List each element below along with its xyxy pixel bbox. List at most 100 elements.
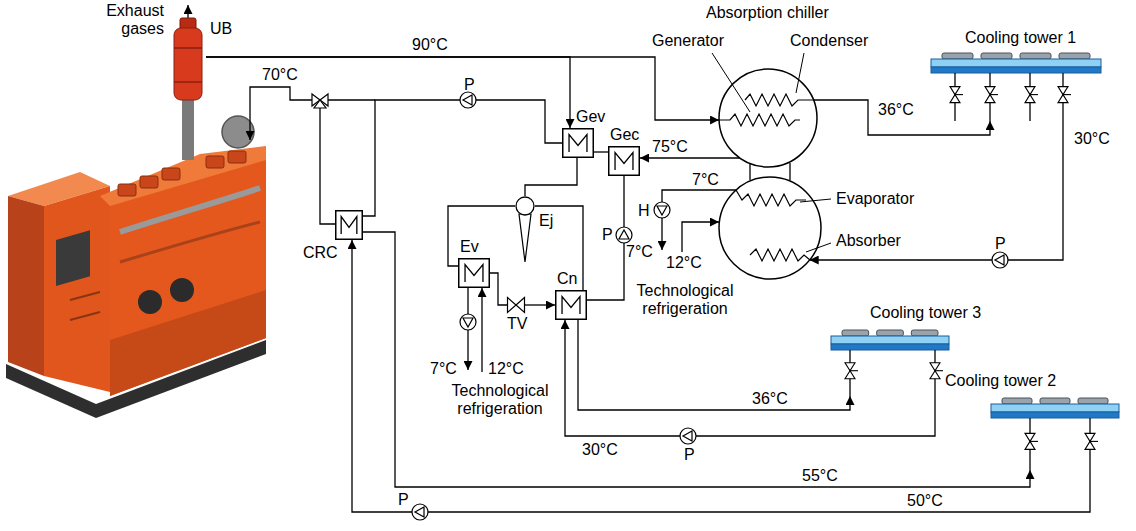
pump-symbol bbox=[415, 507, 424, 517]
diagram-label: Technological refrigeration bbox=[610, 282, 760, 318]
component-label: Generator bbox=[652, 32, 724, 50]
leader-line bbox=[712, 53, 831, 252]
component-label: Cooling tower 2 bbox=[945, 372, 1056, 390]
gas-engine-illustration bbox=[222, 116, 254, 148]
component-label: Ev bbox=[460, 238, 479, 256]
diagram-label: P bbox=[398, 491, 409, 509]
valve-symbol bbox=[1085, 433, 1095, 441]
exchanger-box bbox=[336, 211, 363, 240]
throttle-valve: TV bbox=[507, 297, 525, 313]
pump-symbol bbox=[412, 504, 428, 520]
throttle-valve-outline bbox=[507, 297, 525, 313]
cooling-tower: Cooling tower 1 bbox=[930, 53, 1102, 121]
valve-symbol bbox=[1025, 87, 1035, 95]
diagram-label: 7°C bbox=[692, 171, 719, 189]
valve-symbol bbox=[1085, 441, 1095, 449]
diagram-label: H bbox=[638, 202, 650, 220]
leader-line bbox=[800, 199, 831, 202]
vessel-outline bbox=[719, 177, 821, 279]
tower-fan bbox=[1040, 398, 1070, 404]
pipe-connector bbox=[490, 273, 507, 305]
temperature-label: 30°C bbox=[1072, 130, 1112, 148]
heat-exchange-coil bbox=[750, 249, 810, 261]
component-label: Ej bbox=[539, 212, 553, 230]
tower-fan bbox=[1002, 398, 1032, 404]
tower-fan bbox=[1078, 398, 1108, 404]
three-way-valve bbox=[314, 100, 326, 108]
cooling-tower-outline bbox=[990, 398, 1120, 470]
diagram-label: 7°C bbox=[430, 360, 457, 378]
connector-group bbox=[206, 57, 1090, 512]
pipe-connector bbox=[594, 151, 608, 152]
pipe-connector bbox=[363, 232, 1030, 487]
valve-symbol bbox=[930, 363, 940, 371]
leader-line bbox=[712, 53, 750, 112]
exchanger-symbol bbox=[569, 135, 587, 152]
diagram-label: 7°C bbox=[626, 243, 653, 261]
tower-fan bbox=[1059, 53, 1090, 59]
temperature-label: 55°C bbox=[800, 467, 840, 485]
tower-fan bbox=[1020, 53, 1051, 59]
heat-exchanger-outline bbox=[608, 146, 640, 176]
tower-fan bbox=[842, 330, 869, 336]
heat-exchanger-outline bbox=[458, 258, 490, 288]
heat-exchanger: Cn bbox=[555, 290, 587, 320]
temperature-label: 36°C bbox=[750, 390, 790, 408]
pipe-connector bbox=[352, 240, 1090, 512]
temperature-label: 30°C bbox=[580, 441, 620, 459]
component-label: Condenser bbox=[790, 32, 868, 50]
valve-symbol bbox=[1090, 441, 1098, 442]
exchanger-box bbox=[556, 291, 587, 320]
gas-engine-illustration bbox=[56, 230, 90, 286]
valve-symbol bbox=[985, 87, 995, 95]
pipe-connector bbox=[810, 121, 1063, 260]
heat-exchanger: Ev bbox=[458, 258, 490, 288]
valve-symbol bbox=[1058, 87, 1068, 95]
gas-engine-illustration bbox=[228, 151, 246, 163]
tower-basin bbox=[931, 59, 1101, 67]
valve-symbol bbox=[508, 298, 517, 313]
ejector: Ej bbox=[515, 196, 535, 216]
diagram-label: Absorption chiller bbox=[706, 4, 829, 22]
temperature-label: 75°C bbox=[650, 138, 690, 156]
heat-exchanger-outline bbox=[335, 210, 363, 240]
exchanger-symbol bbox=[615, 153, 633, 170]
exchanger-symbol bbox=[562, 297, 580, 314]
component-label: Gec bbox=[610, 126, 639, 144]
gas-engine-illustration bbox=[120, 222, 260, 262]
gas-engine-illustration bbox=[140, 176, 158, 188]
pump-symbol bbox=[463, 318, 473, 327]
pump-symbol bbox=[616, 227, 632, 243]
evaporator-absorber-vessel: EvaporatorAbsorber bbox=[718, 176, 822, 280]
ejector-cone bbox=[519, 214, 531, 262]
valve-symbol bbox=[1058, 95, 1068, 103]
pipe-line bbox=[662, 190, 736, 250]
temperature-label: 36°C bbox=[876, 101, 916, 119]
exchanger-box bbox=[563, 129, 594, 158]
valve-symbol bbox=[1025, 433, 1035, 441]
diagram-label: Technological refrigeration bbox=[420, 382, 580, 418]
exchanger-symbol bbox=[465, 265, 483, 282]
valve-symbol bbox=[1030, 441, 1038, 442]
component-label: Cooling tower 3 bbox=[870, 304, 981, 322]
tower-basin bbox=[831, 344, 949, 350]
tower-basin bbox=[991, 412, 1119, 418]
generator-condenser-vessel-outline bbox=[718, 68, 818, 168]
pump-symbol bbox=[995, 255, 1004, 265]
valve-symbol bbox=[1025, 441, 1035, 449]
leader-line bbox=[796, 53, 804, 93]
heat-exchanger-outline bbox=[562, 128, 594, 158]
tower-fan bbox=[981, 53, 1012, 59]
pipe-line bbox=[187, 5, 188, 18]
pipe-connector bbox=[535, 206, 583, 290]
exhaust-boiler: UB bbox=[170, 18, 206, 100]
tower-fan bbox=[911, 330, 938, 336]
valve-symbol bbox=[935, 370, 943, 371]
diagram-label: P bbox=[995, 235, 1006, 253]
gas-engine-illustration bbox=[170, 278, 194, 302]
pipe-line bbox=[682, 222, 719, 252]
exchanger-box bbox=[459, 259, 490, 288]
pipe-line bbox=[789, 163, 790, 180]
